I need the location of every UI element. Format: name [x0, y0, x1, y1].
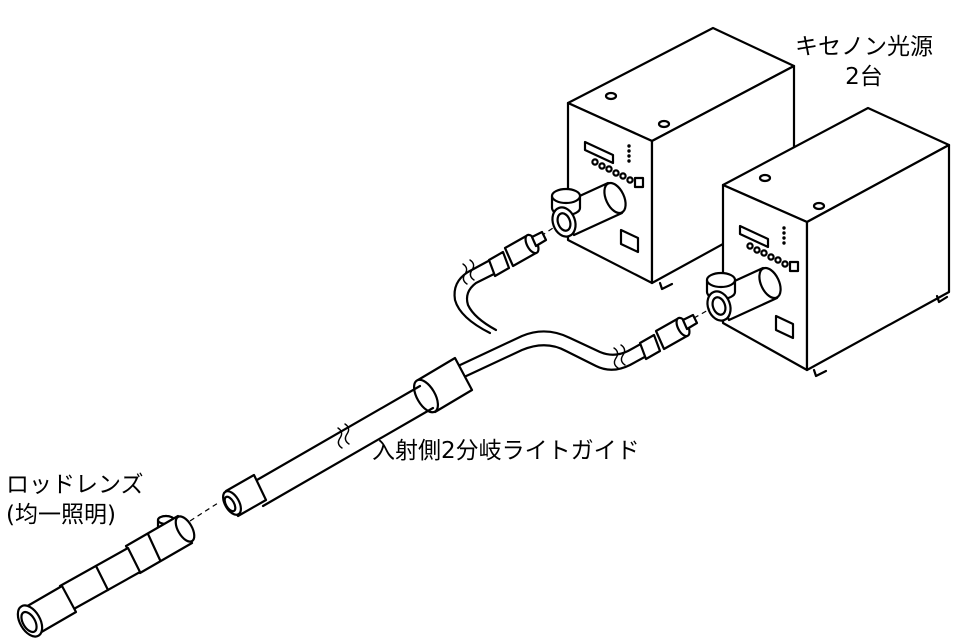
alignment-line-3	[189, 502, 219, 522]
xenon-source-label-line2: 2台	[845, 64, 883, 90]
rod-lens-label-line2: (均一照明)	[6, 502, 116, 528]
rod-lens-label-line1: ロッドレンズ	[6, 472, 144, 498]
xenon-light-source-2	[705, 106, 951, 378]
light-guide-label: 入射側2分岐ライトガイド	[372, 438, 640, 464]
xenon-source-label: キセノン光源 2台	[784, 32, 944, 92]
bifurcated-light-guide	[222, 230, 699, 518]
xenon-light-source-1	[550, 26, 796, 291]
rod-lens	[16, 514, 196, 638]
alignment-line-2	[693, 308, 711, 319]
xenon-source-label-line1: キセノン光源	[795, 34, 933, 60]
rod-lens-label: ロッドレンズ (均一照明)	[6, 470, 144, 530]
